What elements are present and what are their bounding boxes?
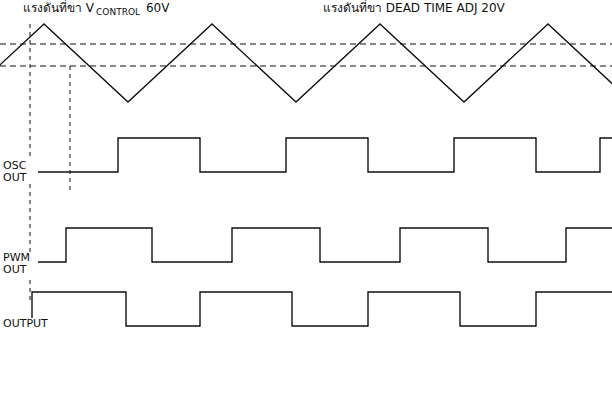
voltage-label: 60V: [145, 2, 170, 15]
signal-name: OUTPUT: [2, 318, 49, 330]
voltage-label: แรงดันที่ขา DEAD TIME ADJ 20V: [322, 2, 506, 15]
voltage-label: CONTROL: [95, 8, 141, 18]
voltage-label: แรงดันที่ขา V: [22, 2, 95, 15]
threshold-line: [0, 44, 612, 45]
square-wave: [32, 292, 612, 326]
square-wave: [38, 138, 612, 172]
signal-name: PWM OUT: [2, 252, 38, 276]
threshold-line: [0, 66, 612, 67]
triangle-wave: [0, 24, 612, 102]
signal-name: OSC OUT: [2, 160, 38, 184]
square-wave: [38, 228, 612, 262]
